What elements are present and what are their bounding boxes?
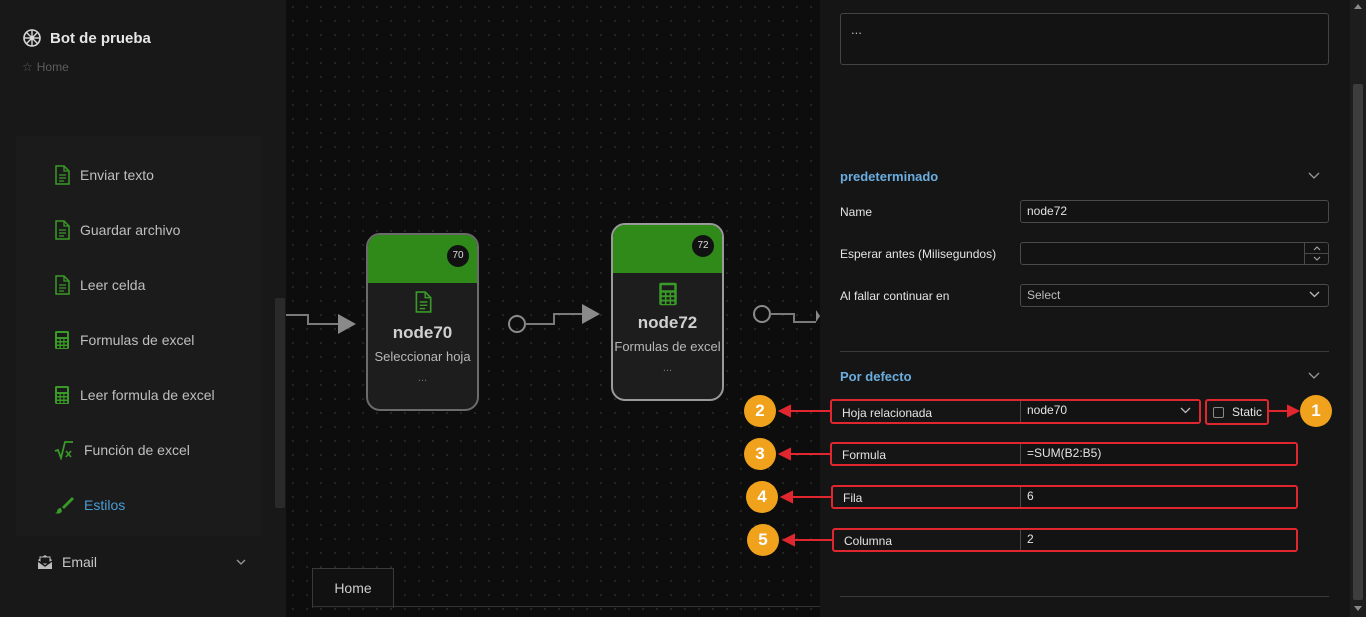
callout-4: 4	[746, 481, 778, 513]
scroll-up-icon[interactable]	[1354, 4, 1362, 9]
breadcrumb[interactable]: ☆ Home	[22, 60, 69, 74]
sidebar-item-formulas-excel[interactable]: Formulas de excel	[54, 330, 194, 350]
node-id-badge: 70	[447, 245, 469, 267]
section-divider	[840, 351, 1329, 352]
section-predeterminado-title[interactable]: predeterminado	[840, 169, 939, 184]
scroll-down-icon[interactable]	[1354, 606, 1362, 611]
callout-5: 5	[747, 524, 779, 556]
node-header: 72	[613, 225, 722, 273]
node-subtitle: Seleccionar hoja	[374, 349, 471, 364]
sidebar-item-leer-celda[interactable]: Leer celda	[54, 275, 145, 295]
scroll-thumb[interactable]	[1353, 84, 1363, 600]
chevron-down-icon	[1309, 291, 1320, 298]
stepper-down[interactable]	[1305, 253, 1328, 263]
app-title: Bot de prueba	[50, 29, 151, 47]
panel-scrollbar[interactable]	[1350, 0, 1366, 617]
sidebar-item-guardar-archivo[interactable]: Guardar archivo	[54, 220, 180, 240]
sidebar-item-leer-formula-excel[interactable]: Leer formula de excel	[54, 385, 215, 405]
static-label: Static	[1232, 405, 1263, 419]
node-header: 70	[368, 235, 477, 283]
tab-bar-divider	[312, 606, 820, 607]
sidebar-item-funcion-excel[interactable]: Función de excel	[54, 440, 190, 460]
node-id-badge: 72	[692, 235, 714, 257]
name-label: Name	[840, 205, 873, 219]
static-checkbox[interactable]: Static	[1205, 399, 1269, 425]
column-label: Columna	[844, 534, 893, 548]
sidebar-item-label: Estilos	[84, 497, 126, 513]
related-sheet-label: Hoja relacionada	[842, 406, 933, 420]
wait-label: Esperar antes (Milisegundos)	[840, 247, 997, 261]
column-row: Columna 2	[832, 528, 1298, 552]
sidebar-item-label: Leer celda	[80, 277, 146, 293]
callout-3: 3	[744, 438, 776, 470]
node-title: node72	[637, 313, 698, 332]
star-icon: ☆	[22, 60, 33, 74]
flow-node-72[interactable]: 72 node72 Formulas de excel ...	[611, 223, 724, 401]
node-more[interactable]: ...	[417, 372, 428, 384]
fail-label: Al fallar continuar en	[840, 289, 950, 303]
formula-label: Formula	[842, 448, 887, 462]
calculator-icon	[55, 331, 69, 349]
sidebar-item-label: Leer formula de excel	[80, 387, 215, 403]
properties-panel	[820, 0, 1350, 617]
brush-icon	[55, 497, 74, 514]
callout-2: 2	[744, 395, 776, 427]
sidebar-group-label: Email	[62, 554, 98, 570]
name-input[interactable]: node72	[1020, 200, 1329, 223]
brand[interactable]: Bot de prueba	[22, 28, 151, 48]
section-divider	[840, 596, 1329, 597]
chevron-down-icon	[236, 559, 246, 565]
email-icon	[37, 555, 53, 569]
related-sheet-row: Hoja relacionada node70	[830, 399, 1201, 424]
flow-node-70[interactable]: 70 node70 Seleccionar hoja ...	[366, 233, 479, 411]
document-icon	[55, 275, 70, 295]
node-title: node70	[392, 323, 453, 342]
sidebar-item-label: Enviar texto	[80, 167, 154, 183]
fail-select-value: Select	[1027, 288, 1061, 302]
node-more[interactable]: ...	[662, 362, 673, 374]
document-icon	[55, 220, 70, 240]
sidebar-item-label: Formulas de excel	[80, 332, 195, 348]
chevron-down-icon[interactable]	[1308, 372, 1320, 379]
bot-logo-icon	[23, 29, 41, 47]
chevron-down-icon[interactable]	[1308, 172, 1320, 179]
sidebar-item-label: Guardar archivo	[80, 222, 181, 238]
wait-input[interactable]	[1020, 242, 1329, 265]
sqrt-icon	[54, 441, 73, 460]
sidebar-group-email[interactable]: Email	[36, 553, 246, 571]
fail-select[interactable]: Select	[1020, 284, 1329, 307]
flow-canvas[interactable]: 70 node70 Seleccionar hoja ... 72 node72…	[286, 0, 820, 617]
related-sheet-select[interactable]: node70	[1020, 401, 1199, 422]
formula-input[interactable]: =SUM(B2:B5)	[1020, 444, 1296, 464]
calculator-icon	[55, 386, 69, 404]
sidebar-scrollbar[interactable]	[275, 298, 285, 508]
document-icon	[415, 291, 432, 313]
section-por-defecto-title[interactable]: Por defecto	[840, 369, 912, 384]
stepper-up[interactable]	[1305, 243, 1328, 253]
number-stepper[interactable]	[1304, 243, 1328, 264]
checkbox-icon[interactable]	[1213, 406, 1224, 418]
related-sheet-value: node70	[1027, 403, 1068, 417]
callout-1: 1	[1300, 395, 1332, 427]
sidebar-item-label: Función de excel	[84, 442, 190, 458]
calculator-icon	[658, 282, 677, 306]
column-input[interactable]: 2	[1020, 530, 1296, 550]
chevron-down-icon	[1180, 407, 1191, 414]
breadcrumb-home: Home	[36, 60, 69, 74]
sidebar-item-estilos[interactable]: Estilos	[54, 495, 125, 515]
sidebar-item-enviar-texto[interactable]: Enviar texto	[54, 165, 154, 185]
row-number-label: Fila	[843, 491, 863, 505]
document-icon	[55, 165, 70, 185]
node-subtitle: Formulas de excel	[614, 339, 721, 354]
row-number-input[interactable]: 6	[1020, 487, 1296, 507]
tab-home[interactable]: Home	[312, 568, 394, 608]
formula-row: Formula =SUM(B2:B5)	[830, 442, 1298, 466]
sidebar: Bot de prueba ☆ Home Enviar texto Guarda…	[0, 0, 286, 617]
description-textarea[interactable]: ...	[840, 13, 1329, 65]
row-number-row: Fila 6	[831, 485, 1298, 509]
